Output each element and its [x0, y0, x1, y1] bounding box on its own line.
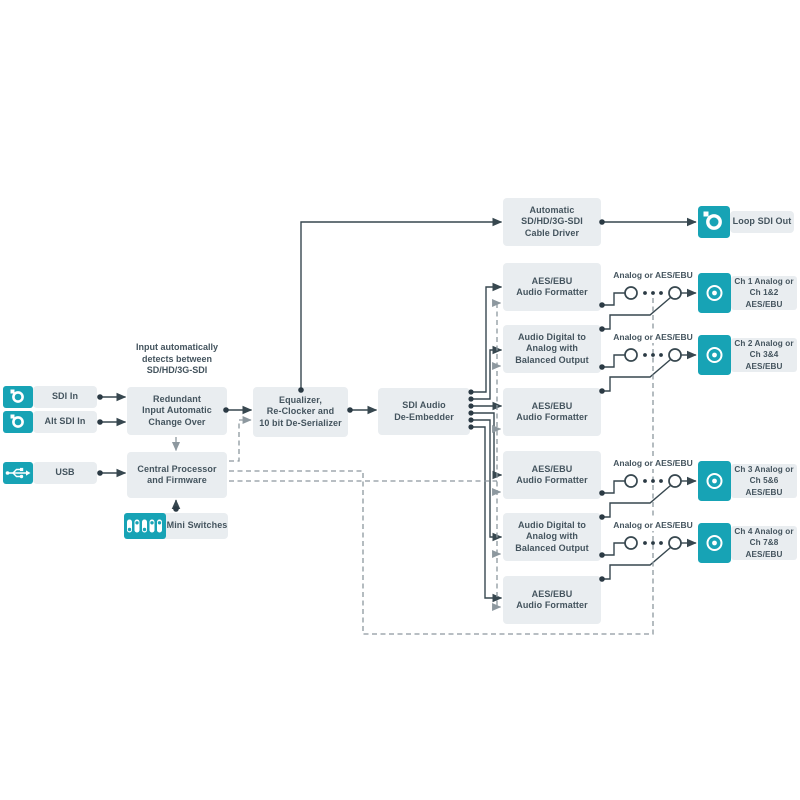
redundant-changeover-box: Redundant Input Automatic Change Over [127, 387, 227, 435]
sdi-in-label: SDI In [33, 386, 97, 408]
ch3-output-label: Ch 3 Analog or Ch 5&6 AES/EBU [731, 464, 797, 498]
analog-aesebu-switch-1 [624, 286, 682, 300]
analog-or-aesebu-label-4: Analog or AES/EBU [610, 519, 696, 532]
bnc-connector-icon [3, 411, 33, 433]
aes-ebu-formatter-4-box: AES/EBU Audio Formatter [503, 576, 601, 624]
aes-ebu-formatter-2-box: AES/EBU Audio Formatter [503, 388, 601, 436]
bnc-connector-icon [3, 386, 33, 408]
xlr-connector-icon-ch3 [698, 461, 731, 501]
sdi-audio-deembedder-box: SDI Audio De-Embedder [378, 388, 470, 435]
analog-or-aesebu-label-1: Analog or AES/EBU [610, 269, 696, 282]
dac-2-box: Audio Digital to Analog with Balanced Ou… [503, 513, 601, 561]
analog-or-aesebu-label-3: Analog or AES/EBU [610, 457, 696, 470]
ch4-output-label: Ch 4 Analog or Ch 7&8 AES/EBU [731, 526, 797, 560]
cable-driver-box: Automatic SD/HD/3G-SDI Cable Driver [503, 198, 601, 246]
analog-aesebu-switch-4 [624, 536, 682, 550]
ch1-output-label: Ch 1 Analog or Ch 1&2 AES/EBU [731, 276, 797, 310]
analog-or-aesebu-label-2: Analog or AES/EBU [610, 331, 696, 344]
mini-switches-label: Mini Switches [166, 520, 228, 531]
ch2-output-label: Ch 2 Analog or Ch 3&4 AES/EBU [731, 338, 797, 372]
usb-icon [3, 462, 33, 484]
cpu-box: Central Processor and Firmware [127, 452, 227, 498]
alt-sdi-in-label: Alt SDI In [33, 411, 97, 433]
aes-ebu-formatter-1-box: AES/EBU Audio Formatter [503, 263, 601, 311]
xlr-connector-icon-ch2 [698, 335, 731, 375]
aes-ebu-formatter-3-box: AES/EBU Audio Formatter [503, 451, 601, 499]
usb-label: USB [33, 462, 97, 484]
dac-1-box: Audio Digital to Analog with Balanced Ou… [503, 325, 601, 373]
xlr-connector-icon-ch4 [698, 523, 731, 563]
analog-aesebu-switch-3 [624, 474, 682, 488]
xlr-connector-icon-ch1 [698, 273, 731, 313]
loop-sdi-out-label: Loop SDI Out [730, 211, 794, 233]
control-arrows [492, 298, 502, 612]
bnc-connector-icon [698, 206, 730, 238]
equalizer-box: Equalizer, Re-Clocker and 10 bit De-Seri… [253, 387, 348, 437]
auto-detect-note: Input automatically detects between SD/H… [135, 342, 218, 376]
analog-aesebu-switch-2 [624, 348, 682, 362]
